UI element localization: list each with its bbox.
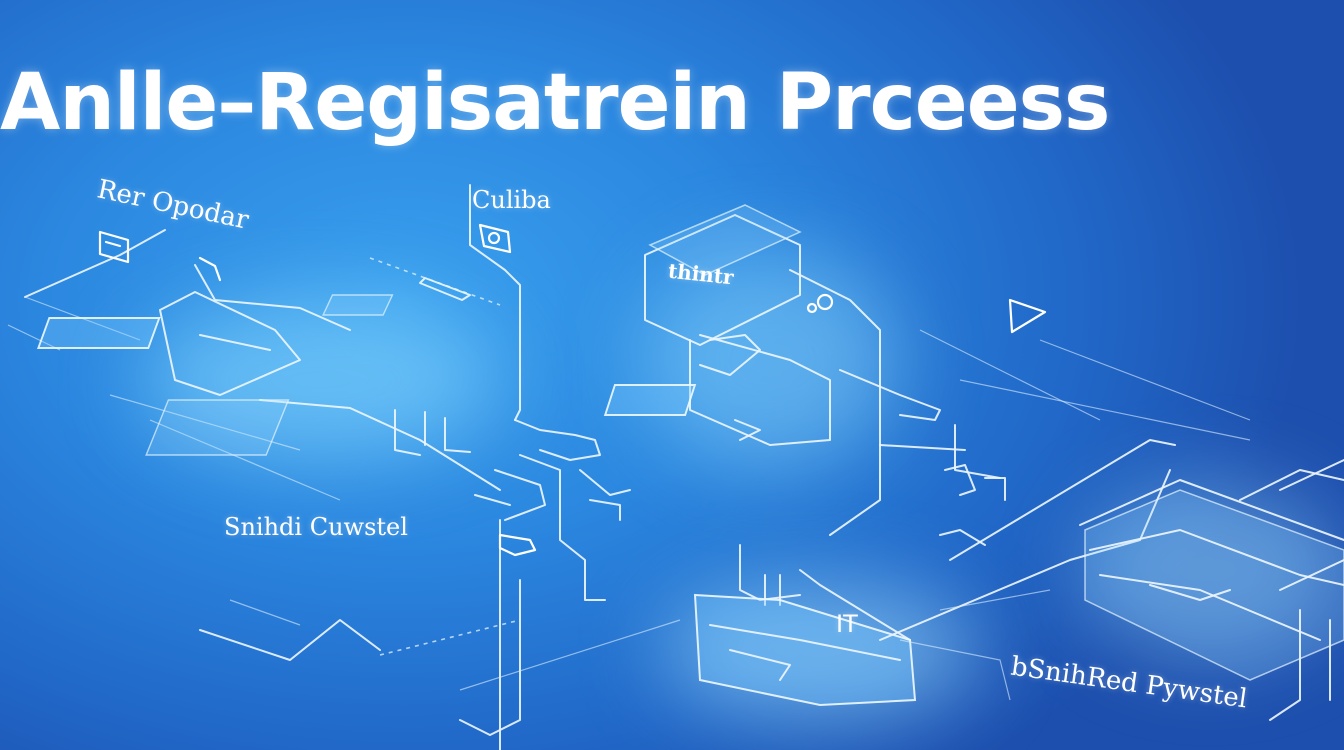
label-middle-left: Snihdi Cuwstel bbox=[224, 513, 408, 541]
middle-box-group bbox=[603, 204, 1251, 536]
diagram-title: Anlle–Regisatrein Prceess bbox=[0, 58, 1110, 148]
waveform-group bbox=[199, 599, 381, 661]
bottom-flow-group bbox=[693, 439, 1176, 707]
hand-icon bbox=[498, 533, 537, 557]
right-flow-group bbox=[1039, 339, 1344, 721]
document-icon bbox=[98, 230, 222, 282]
label-mid-code: IT bbox=[836, 610, 858, 638]
center-flow-group bbox=[322, 184, 681, 750]
triangle-icon bbox=[1008, 298, 1047, 334]
user-card-icon bbox=[478, 223, 512, 254]
label-top-center: Culiba bbox=[472, 186, 551, 214]
gear-icon bbox=[806, 293, 834, 314]
left-flow-group bbox=[7, 229, 501, 501]
